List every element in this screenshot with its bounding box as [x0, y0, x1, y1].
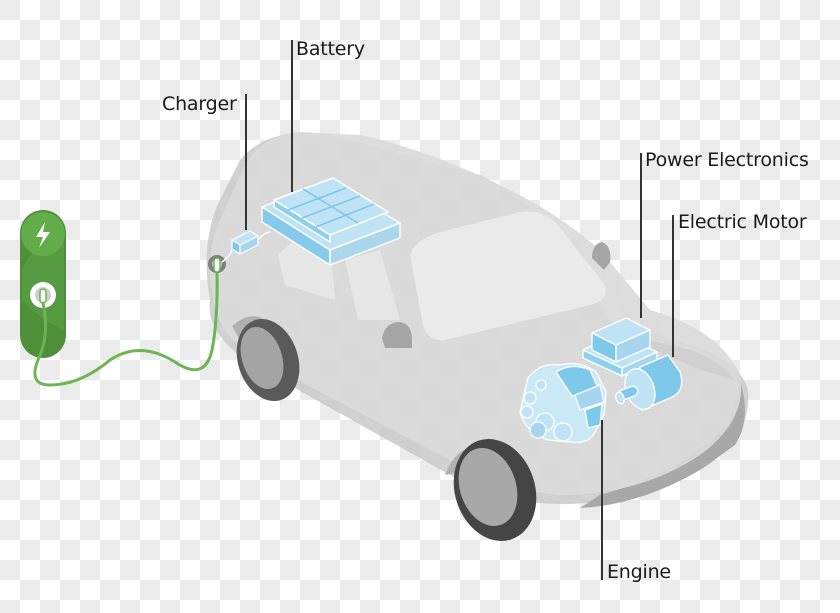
electric-motor-leader-line: [672, 215, 674, 357]
charging-station: [20, 210, 66, 358]
battery-label: Battery: [296, 38, 365, 60]
power-electronics-component: [582, 317, 658, 377]
power-electronics-label: Power Electronics: [645, 149, 809, 171]
engine-component: [519, 362, 607, 444]
electric-motor-component: [615, 354, 683, 411]
front-wheel: [445, 439, 537, 541]
power-electronics-leader-line: [640, 153, 642, 318]
lightning-bolt-icon: [36, 222, 50, 248]
charge-port: [208, 255, 226, 273]
charger-component: [221, 230, 271, 263]
engine-label: Engine: [607, 561, 671, 583]
electric-motor-label: Electric Motor: [678, 211, 807, 233]
charger-leader-line: [245, 94, 247, 230]
charger-label: Charger: [162, 93, 237, 115]
rear-wheel: [232, 316, 300, 402]
plug-icon: [39, 288, 47, 304]
battery-leader-line: [291, 40, 293, 192]
engine-leader-line: [601, 420, 603, 580]
charging-cable: [33, 268, 219, 387]
battery-component: [261, 177, 401, 266]
